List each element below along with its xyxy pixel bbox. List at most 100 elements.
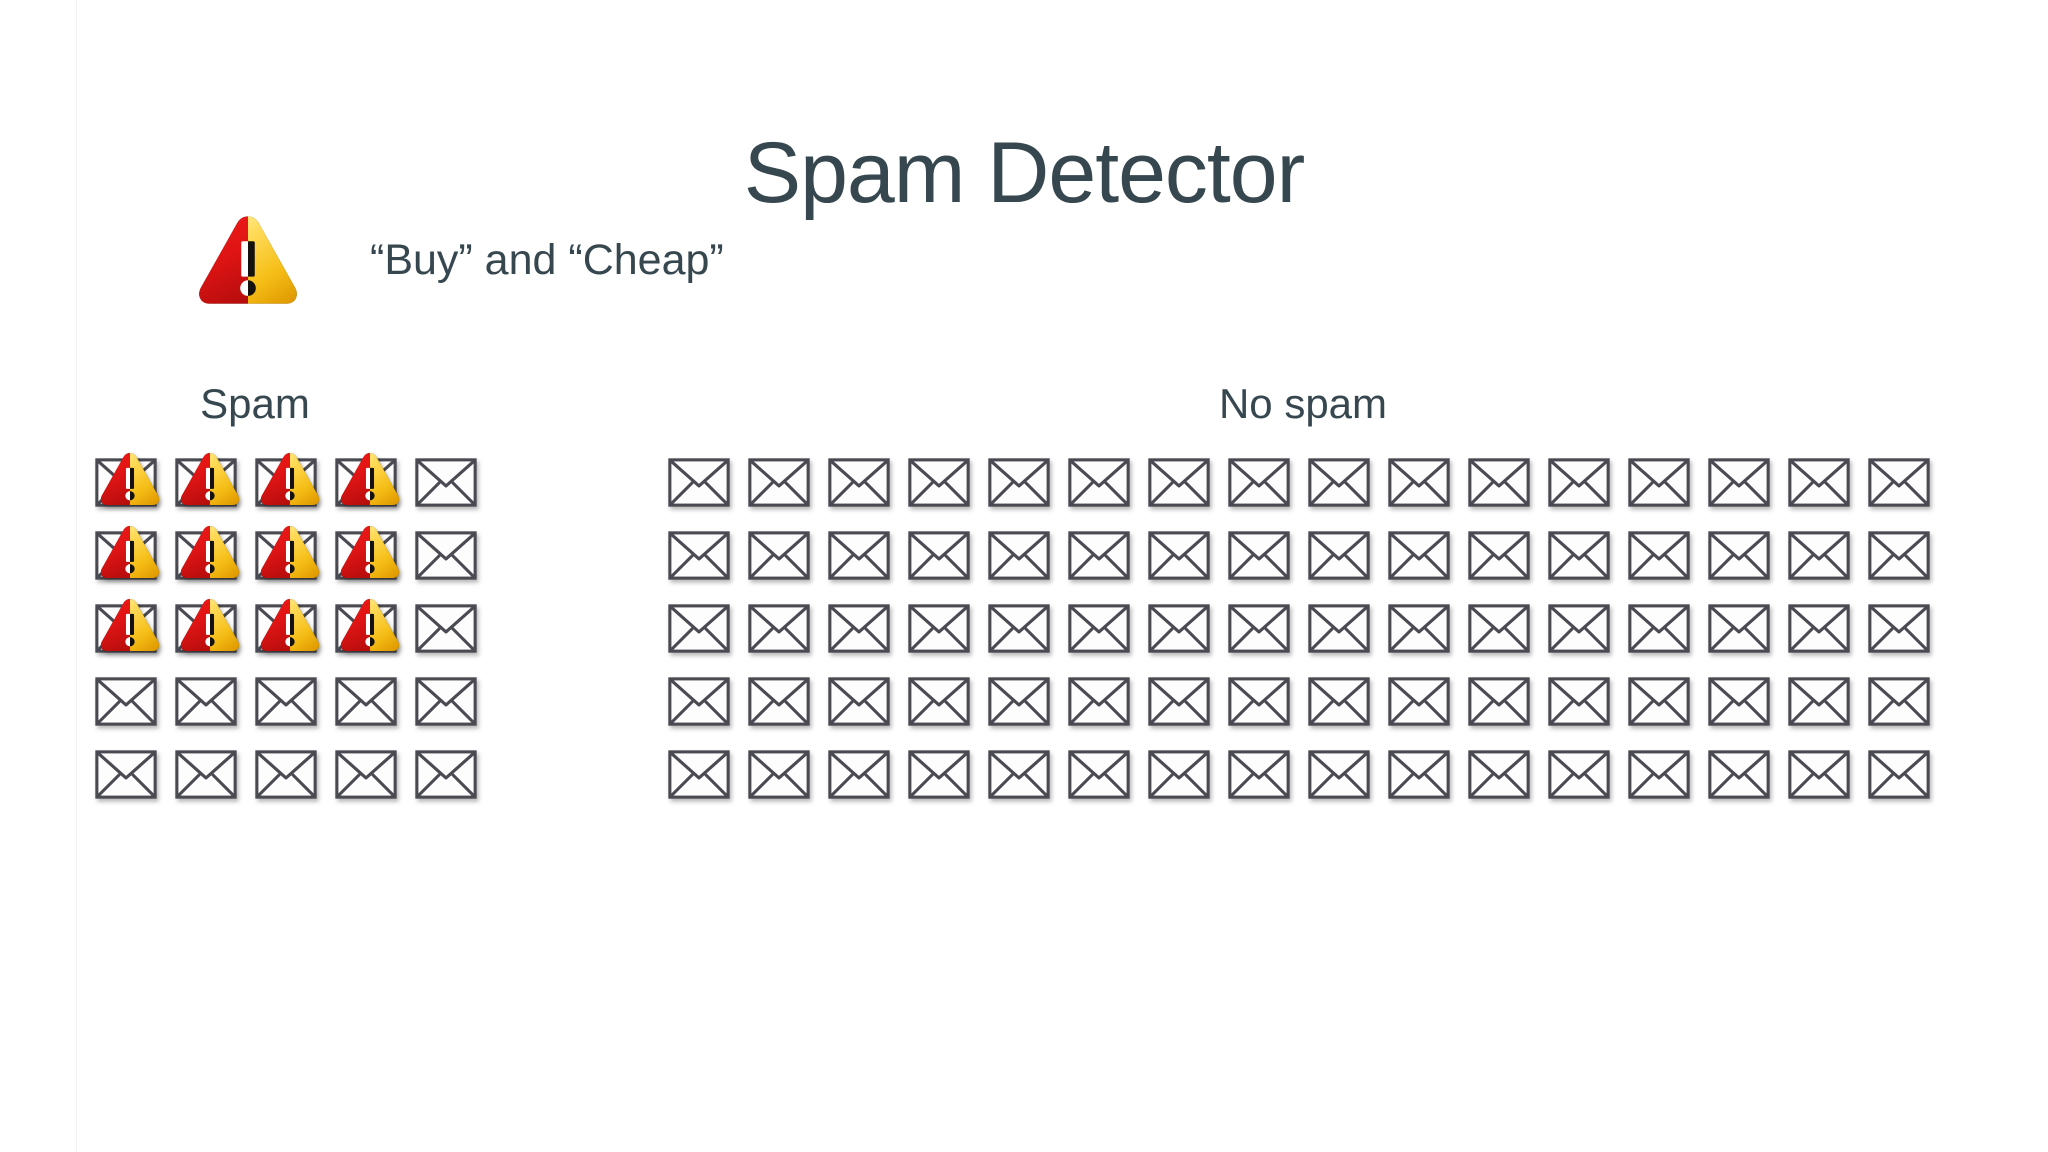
message-cell[interactable] (908, 750, 970, 799)
flagged-message-cell[interactable] (255, 458, 317, 507)
message-cell[interactable] (1468, 531, 1530, 580)
message-cell[interactable] (668, 531, 730, 580)
message-cell[interactable] (748, 531, 810, 580)
message-cell[interactable] (1148, 677, 1210, 726)
message-cell[interactable] (255, 750, 317, 799)
message-cell[interactable] (95, 750, 157, 799)
message-cell[interactable] (415, 750, 477, 799)
message-cell[interactable] (415, 604, 477, 653)
message-cell[interactable] (1308, 604, 1370, 653)
message-cell[interactable] (1628, 604, 1690, 653)
message-cell[interactable] (1708, 458, 1770, 507)
message-cell[interactable] (828, 604, 890, 653)
message-cell[interactable] (1868, 604, 1930, 653)
message-cell[interactable] (1308, 458, 1370, 507)
message-cell[interactable] (1548, 750, 1610, 799)
message-cell[interactable] (335, 677, 397, 726)
message-cell[interactable] (1628, 677, 1690, 726)
flagged-message-cell[interactable] (255, 604, 317, 653)
message-cell[interactable] (1388, 531, 1450, 580)
message-cell[interactable] (1228, 458, 1290, 507)
message-cell[interactable] (1148, 604, 1210, 653)
message-cell[interactable] (908, 458, 970, 507)
message-cell[interactable] (1228, 750, 1290, 799)
message-cell[interactable] (1228, 677, 1290, 726)
message-cell[interactable] (1468, 750, 1530, 799)
message-cell[interactable] (988, 677, 1050, 726)
message-cell[interactable] (1148, 750, 1210, 799)
flagged-message-cell[interactable] (335, 531, 397, 580)
message-cell[interactable] (1468, 604, 1530, 653)
message-cell[interactable] (95, 677, 157, 726)
message-cell[interactable] (1148, 531, 1210, 580)
message-cell[interactable] (335, 750, 397, 799)
flagged-message-cell[interactable] (255, 531, 317, 580)
message-cell[interactable] (1628, 531, 1690, 580)
message-cell[interactable] (415, 531, 477, 580)
message-cell[interactable] (828, 750, 890, 799)
message-cell[interactable] (1388, 458, 1450, 507)
message-cell[interactable] (988, 604, 1050, 653)
message-cell[interactable] (1628, 750, 1690, 799)
message-cell[interactable] (415, 458, 477, 507)
message-cell[interactable] (1788, 604, 1850, 653)
message-cell[interactable] (748, 458, 810, 507)
message-cell[interactable] (668, 677, 730, 726)
flagged-message-cell[interactable] (335, 458, 397, 507)
message-cell[interactable] (1788, 458, 1850, 507)
message-cell[interactable] (1308, 531, 1370, 580)
message-cell[interactable] (1868, 458, 1930, 507)
message-cell[interactable] (908, 677, 970, 726)
message-cell[interactable] (1548, 458, 1610, 507)
message-cell[interactable] (1548, 604, 1610, 653)
message-cell[interactable] (175, 750, 237, 799)
flagged-message-cell[interactable] (175, 604, 237, 653)
message-cell[interactable] (1708, 531, 1770, 580)
message-cell[interactable] (1788, 677, 1850, 726)
message-cell[interactable] (1068, 604, 1130, 653)
message-cell[interactable] (1628, 458, 1690, 507)
message-cell[interactable] (1868, 677, 1930, 726)
message-cell[interactable] (1708, 604, 1770, 653)
message-cell[interactable] (828, 531, 890, 580)
message-cell[interactable] (988, 750, 1050, 799)
message-cell[interactable] (1468, 677, 1530, 726)
message-cell[interactable] (415, 677, 477, 726)
flagged-message-cell[interactable] (95, 604, 157, 653)
flagged-message-cell[interactable] (95, 458, 157, 507)
message-cell[interactable] (1068, 677, 1130, 726)
message-cell[interactable] (1548, 677, 1610, 726)
message-cell[interactable] (908, 604, 970, 653)
flagged-message-cell[interactable] (175, 458, 237, 507)
message-cell[interactable] (828, 677, 890, 726)
message-cell[interactable] (748, 604, 810, 653)
message-cell[interactable] (828, 458, 890, 507)
message-cell[interactable] (1228, 604, 1290, 653)
message-cell[interactable] (1388, 604, 1450, 653)
message-cell[interactable] (1308, 677, 1370, 726)
message-cell[interactable] (668, 750, 730, 799)
message-cell[interactable] (1388, 750, 1450, 799)
message-cell[interactable] (1708, 750, 1770, 799)
message-cell[interactable] (1068, 750, 1130, 799)
message-cell[interactable] (668, 458, 730, 507)
message-cell[interactable] (1548, 531, 1610, 580)
message-cell[interactable] (1228, 531, 1290, 580)
message-cell[interactable] (668, 604, 730, 653)
message-cell[interactable] (1868, 750, 1930, 799)
message-cell[interactable] (1788, 750, 1850, 799)
message-cell[interactable] (988, 458, 1050, 507)
message-cell[interactable] (255, 677, 317, 726)
message-cell[interactable] (1068, 531, 1130, 580)
message-cell[interactable] (1388, 677, 1450, 726)
flagged-message-cell[interactable] (335, 604, 397, 653)
flagged-message-cell[interactable] (95, 531, 157, 580)
message-cell[interactable] (1308, 750, 1370, 799)
message-cell[interactable] (1068, 458, 1130, 507)
message-cell[interactable] (748, 677, 810, 726)
message-cell[interactable] (1468, 458, 1530, 507)
message-cell[interactable] (908, 531, 970, 580)
message-cell[interactable] (1148, 458, 1210, 507)
message-cell[interactable] (988, 531, 1050, 580)
message-cell[interactable] (1788, 531, 1850, 580)
